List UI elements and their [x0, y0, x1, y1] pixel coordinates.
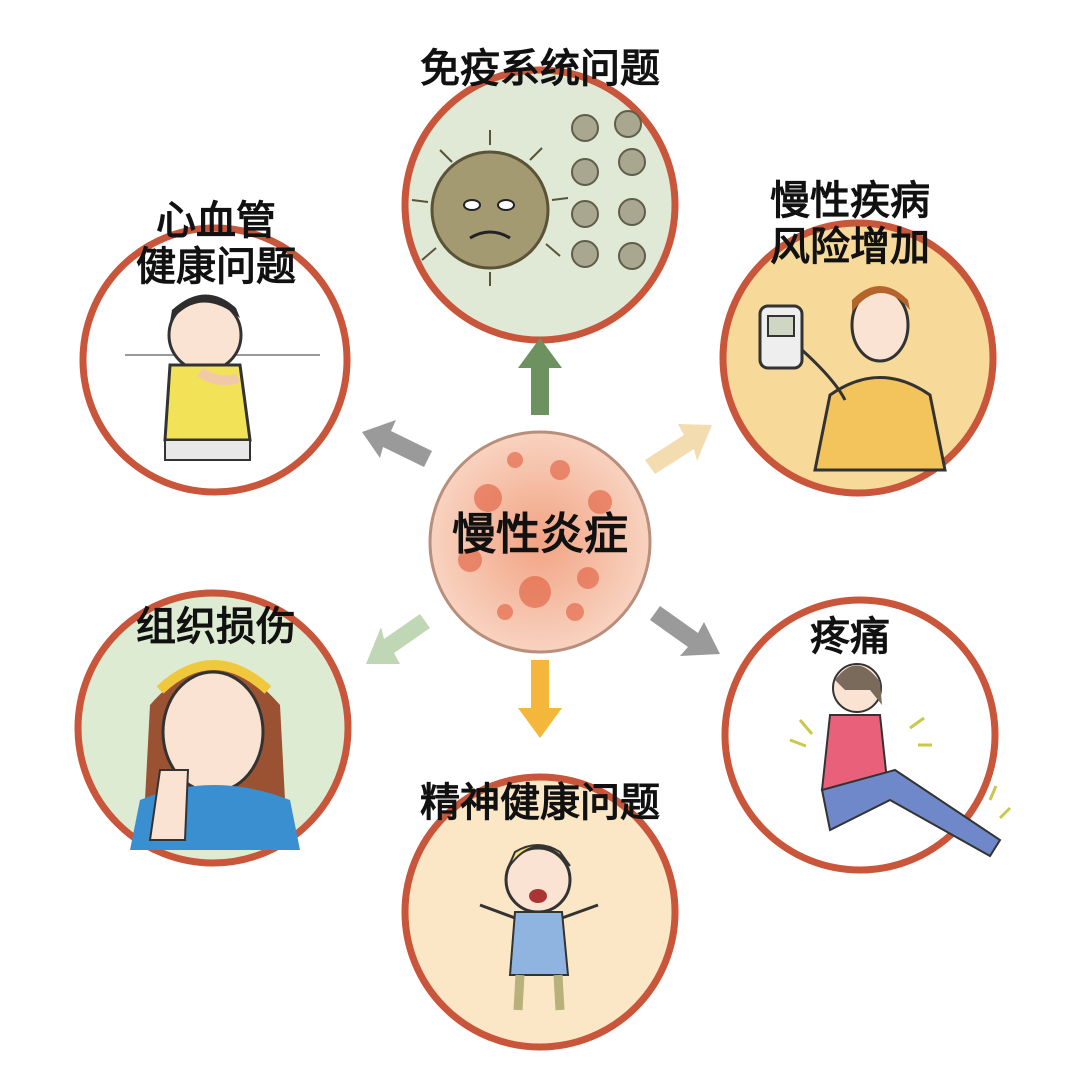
center-node — [428, 430, 652, 654]
node-chronic — [719, 219, 997, 497]
woman-cheek-pain-illustration — [130, 660, 300, 850]
label-mental: 精神健康问题 — [420, 780, 660, 826]
arrow-to-mental — [518, 660, 562, 738]
node-mental — [401, 773, 679, 1051]
arrow-to-pain — [650, 606, 720, 656]
virus-illustration — [411, 130, 569, 286]
scared-boy-illustration — [479, 844, 599, 1011]
node-tissue — [74, 589, 352, 867]
arrow-to-chronic — [645, 424, 712, 474]
label-chronic: 慢性疾病 风险增加 — [770, 178, 930, 270]
label-immune: 免疫系统问题 — [420, 46, 660, 92]
small-cells — [571, 110, 646, 270]
node-immune — [401, 66, 679, 344]
label-center: 慢性炎症 — [452, 509, 628, 560]
label-tissue: 组织损伤 — [136, 604, 296, 650]
node-cardio — [79, 224, 351, 496]
woman-sitting-illustration — [789, 663, 1012, 858]
inflammation-spots — [458, 452, 612, 621]
arrow-to-immune — [518, 338, 562, 415]
boy-chest-pain-illustration — [125, 294, 320, 461]
label-pain: 疼痛 — [810, 614, 890, 660]
man-with-meter-illustration — [758, 286, 947, 472]
arrow-to-tissue — [366, 614, 430, 664]
label-cardio: 心血管 健康问题 — [136, 198, 296, 290]
node-pain — [721, 596, 1012, 874]
arrow-to-cardio — [362, 420, 432, 467]
